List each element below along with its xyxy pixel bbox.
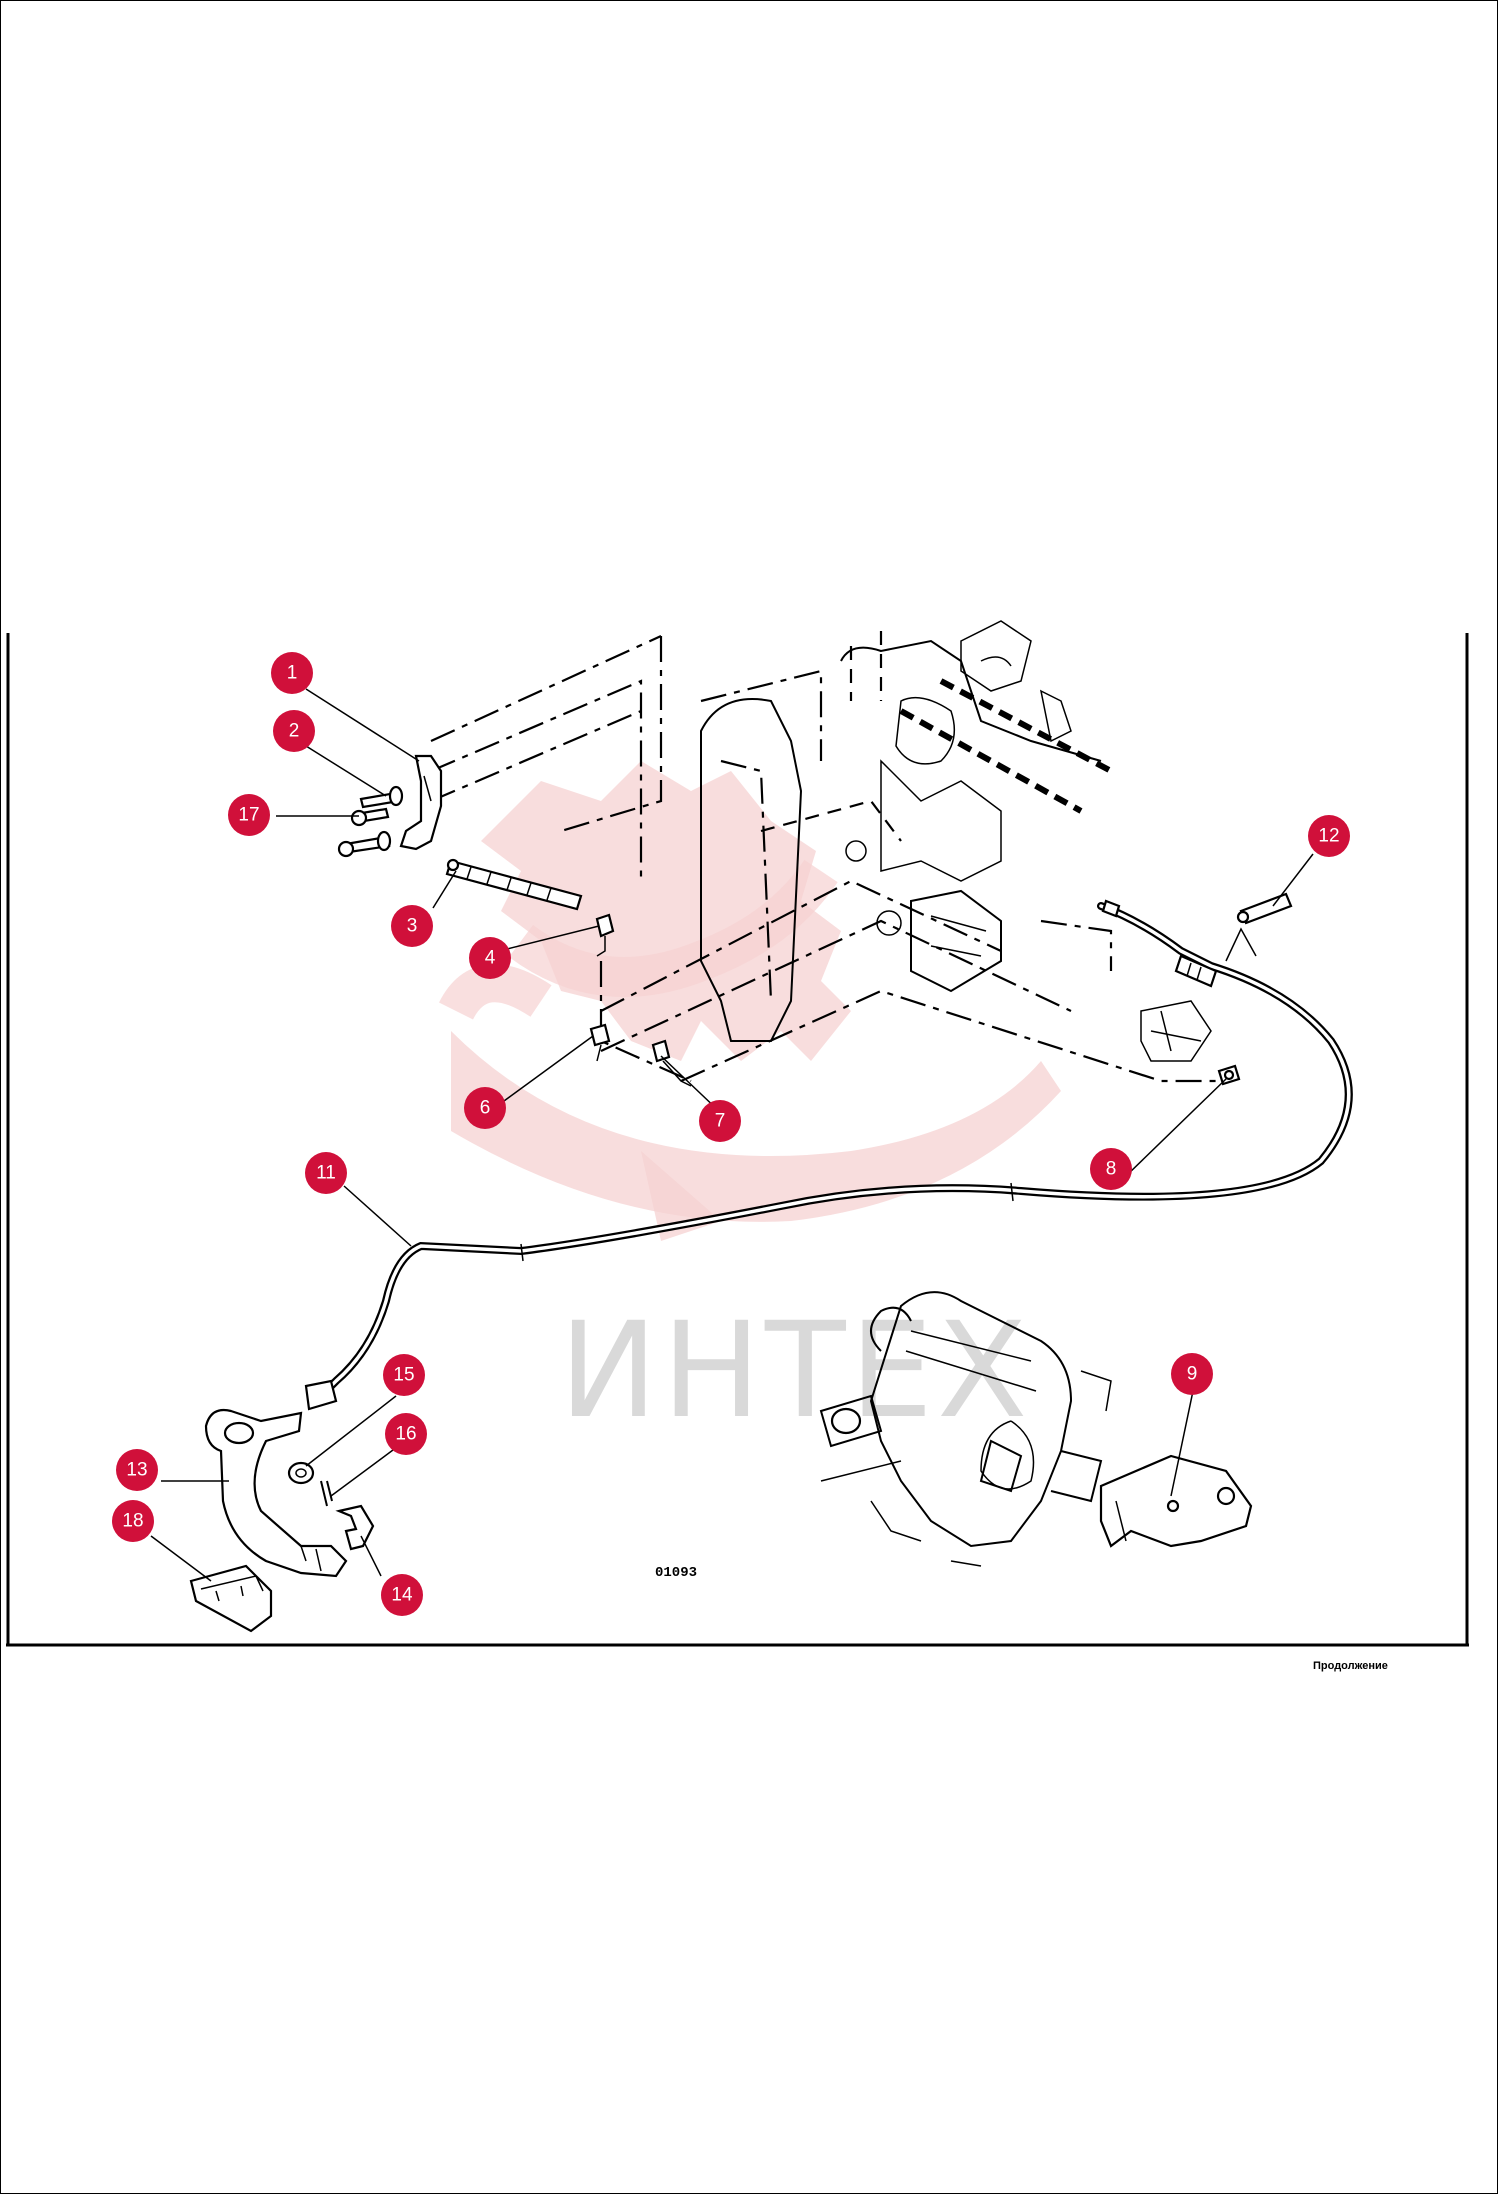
inset-pump: [819, 1291, 1112, 1567]
svg-text:11: 11: [316, 1163, 336, 1184]
part-pedal-lever[interactable]: [204, 1408, 348, 1578]
part-mounting-bracket[interactable]: [1099, 1454, 1253, 1548]
svg-text:14: 14: [391, 1585, 413, 1606]
svg-text:16: 16: [395, 1424, 416, 1445]
svg-text:4: 4: [485, 948, 496, 969]
callout-16[interactable]: 16: [385, 1413, 427, 1455]
part-pin[interactable]: [589, 1023, 611, 1062]
svg-text:13: 13: [126, 1460, 147, 1481]
callout-12[interactable]: 12: [1308, 815, 1350, 857]
engine-assembly: [700, 620, 1212, 1062]
svg-text:15: 15: [393, 1365, 414, 1386]
callout-14[interactable]: 14: [381, 1574, 423, 1616]
watermark-text: ИНТЕХ: [559, 1294, 1031, 1448]
part-bracket[interactable]: [399, 754, 443, 851]
leader-lines: [150, 688, 1314, 1582]
callout-6[interactable]: 6: [464, 1087, 506, 1129]
assembly-guides: [430, 634, 1231, 1083]
part-cable-end[interactable]: [1217, 1064, 1241, 1086]
callout-7[interactable]: 7: [699, 1100, 741, 1142]
figure-code: 01093: [655, 1565, 697, 1581]
part-bolt-lower[interactable]: [337, 830, 392, 858]
svg-text:6: 6: [480, 1098, 491, 1119]
callout-8[interactable]: 8: [1090, 1148, 1132, 1190]
svg-text:3: 3: [407, 916, 418, 937]
callout-1[interactable]: 1: [271, 652, 313, 694]
callout-15[interactable]: 15: [383, 1354, 425, 1396]
callout-17[interactable]: 17: [228, 794, 270, 836]
part-clevis[interactable]: [595, 913, 615, 957]
part-spring[interactable]: [445, 858, 583, 911]
part-screw[interactable]: [350, 807, 390, 827]
diagram-frame: [6, 633, 1469, 1647]
svg-text:8: 8: [1106, 1159, 1117, 1180]
callout-13[interactable]: 13: [116, 1449, 158, 1491]
part-pedal-mount[interactable]: [189, 1564, 273, 1633]
part-clip[interactable]: [651, 1039, 692, 1087]
svg-text:2: 2: [289, 721, 300, 742]
part-cotter-pin[interactable]: [320, 1480, 333, 1507]
part-washer[interactable]: [287, 1461, 315, 1485]
part-throttle-cable[interactable]: [304, 899, 1353, 1411]
svg-text:17: 17: [238, 805, 259, 826]
part-spring-clip[interactable]: [335, 1504, 375, 1551]
part-cable-adjuster[interactable]: [1225, 892, 1293, 962]
svg-text:1: 1: [287, 663, 298, 684]
callout-2[interactable]: 2: [273, 710, 315, 752]
callout-11[interactable]: 11: [305, 1152, 347, 1194]
callout-3[interactable]: 3: [391, 905, 433, 947]
callout-18[interactable]: 18: [112, 1500, 154, 1542]
callout-4[interactable]: 4: [469, 937, 511, 979]
svg-text:18: 18: [122, 1511, 143, 1532]
svg-text:9: 9: [1187, 1364, 1198, 1385]
svg-text:12: 12: [1318, 826, 1339, 847]
svg-text:7: 7: [715, 1111, 726, 1132]
callout-9[interactable]: 9: [1171, 1353, 1213, 1395]
page-note: Продолжение: [1313, 1660, 1388, 1672]
part-bolt[interactable]: [359, 785, 404, 809]
watermark-logo: ИНТЕХ: [439, 761, 1061, 1448]
